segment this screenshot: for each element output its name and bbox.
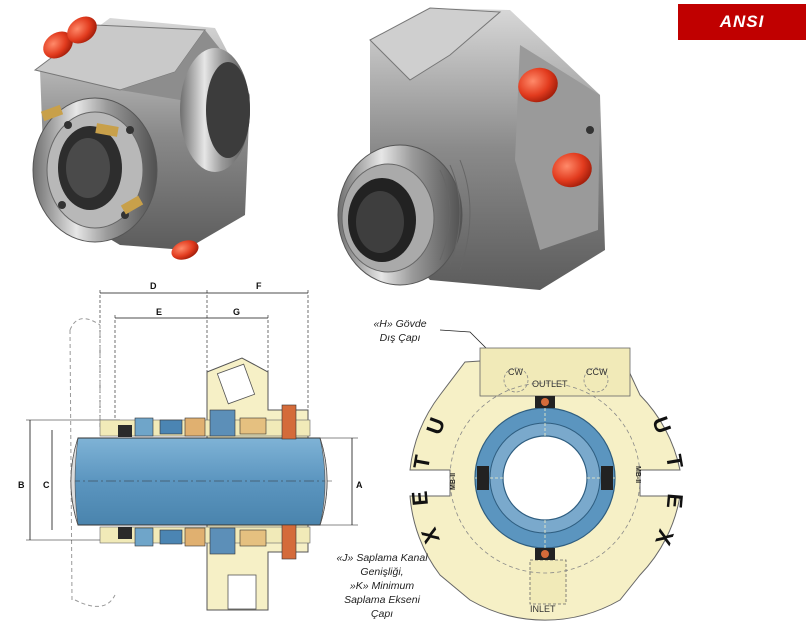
dim-label-f: F (256, 281, 262, 291)
callout-jk-line3: »K» Minimum (349, 580, 415, 592)
red-plug (552, 152, 592, 188)
callout-h-line1: «H» Gövde (373, 318, 427, 330)
red-plug (171, 240, 199, 260)
brand-letter-e-left: E (407, 490, 433, 507)
front-view-drawing: CW CCW OUTLET INLET U T E X U T E X MB-I… (407, 329, 688, 621)
dim-label-b: B (18, 480, 25, 490)
ccw-label: CCW (586, 367, 608, 377)
model-label-right: MB-II (634, 466, 641, 483)
dim-label-a: A (356, 480, 363, 490)
brand-letter-t-right: T (661, 453, 688, 471)
brand-letter-t-left: T (408, 453, 435, 471)
callout-jk-stud-dims: «J» Saplama Kanal Genişliği, »K» Minimum… (322, 551, 442, 621)
callout-jk-line1: «J» Saplama Kanal (336, 552, 428, 564)
inlet-label: INLET (530, 604, 556, 614)
callout-h-body-diameter: «H» Gövde Dış Çapı (360, 317, 440, 345)
dim-label-c: C (43, 480, 50, 490)
dim-label-e: E (156, 307, 162, 317)
cross-section-drawing: D F E G B C A (18, 281, 363, 611)
model-label-left: MB-II (450, 473, 457, 490)
seal-photo-left (32, 16, 250, 260)
dim-label-g: G (233, 307, 240, 317)
callout-jk-line2: Genişliği, (360, 566, 404, 578)
cw-label: CW (508, 367, 523, 377)
dim-label-d: D (150, 281, 157, 291)
callout-jk-line4: Saplama Ekseni (344, 594, 420, 606)
outlet-label: OUTLET (532, 379, 568, 389)
ansi-badge: ANSI (678, 4, 806, 40)
red-plug (43, 31, 73, 59)
callout-h-line2: Dış Çapı (379, 332, 421, 344)
brand-letter-e-right: E (662, 493, 688, 510)
seal-photo-right (337, 7, 605, 290)
red-plug (518, 67, 558, 103)
callout-jk-line5: Çapı (370, 608, 394, 620)
red-plug (67, 16, 97, 44)
